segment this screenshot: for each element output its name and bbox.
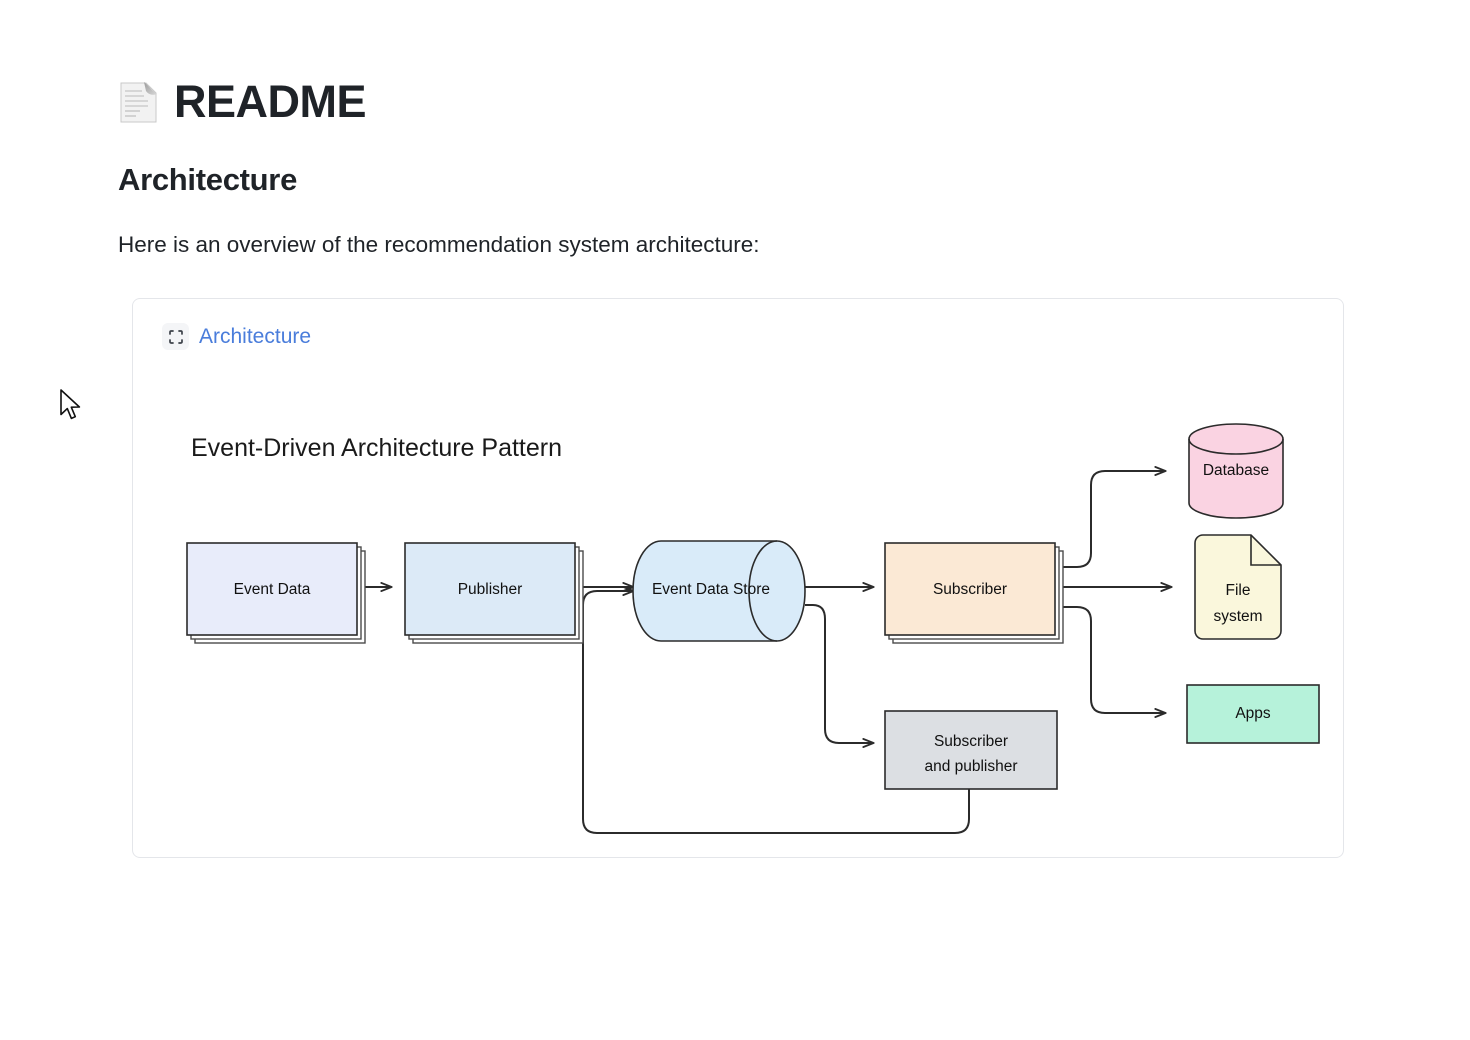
node-label-file-system-1: File (1226, 582, 1251, 599)
node-label-subscriber-publisher-2: and publisher (924, 758, 1017, 775)
node-label-file-system-2: system (1213, 608, 1262, 625)
edge-store-to-subscriber-publisher (805, 604, 873, 743)
mouse-pointer (58, 388, 84, 424)
crop-placeholder-icon (162, 323, 189, 350)
node-event-data-store[interactable]: Event Data Store (632, 540, 806, 642)
architecture-diagram: Event-Driven Architecture Pattern (133, 299, 1345, 859)
node-event-data[interactable]: Event Data (186, 542, 366, 644)
edge-feedback-loop (582, 591, 970, 834)
node-file-system[interactable]: File system (1194, 534, 1282, 640)
edge-subscriber-to-database (1051, 471, 1165, 568)
node-subscriber[interactable]: Subscriber (884, 542, 1064, 644)
readme-heading: README (118, 76, 367, 128)
node-label-apps: Apps (1235, 705, 1271, 722)
figure-caption-link[interactable]: Architecture (199, 324, 312, 348)
readme-title: README (174, 76, 367, 127)
node-apps[interactable]: Apps (1186, 684, 1320, 744)
node-label-subscriber-publisher-1: Subscriber (934, 733, 1008, 750)
node-publisher[interactable]: Publisher (404, 542, 584, 644)
page-facing-up-icon (118, 79, 160, 125)
node-database[interactable]: Database (1188, 423, 1284, 519)
edge-subscriber-to-apps (1051, 606, 1165, 713)
figure-caption-row[interactable]: Architecture (162, 323, 311, 350)
node-label-event-data-store: Event Data Store (652, 581, 770, 598)
node-label-database: Database (1203, 462, 1269, 479)
section-heading-architecture: Architecture (118, 162, 298, 197)
diagram-title: Event-Driven Architecture Pattern (191, 434, 562, 462)
intro-paragraph: Here is an overview of the recommendatio… (118, 232, 760, 257)
architecture-figure-card: Architecture Event-Driven Architecture P… (132, 298, 1344, 858)
node-label-subscriber: Subscriber (933, 581, 1007, 598)
node-subscriber-and-publisher[interactable]: Subscriber and publisher (884, 710, 1058, 790)
node-label-publisher: Publisher (458, 581, 523, 598)
node-label-event-data: Event Data (234, 581, 311, 598)
